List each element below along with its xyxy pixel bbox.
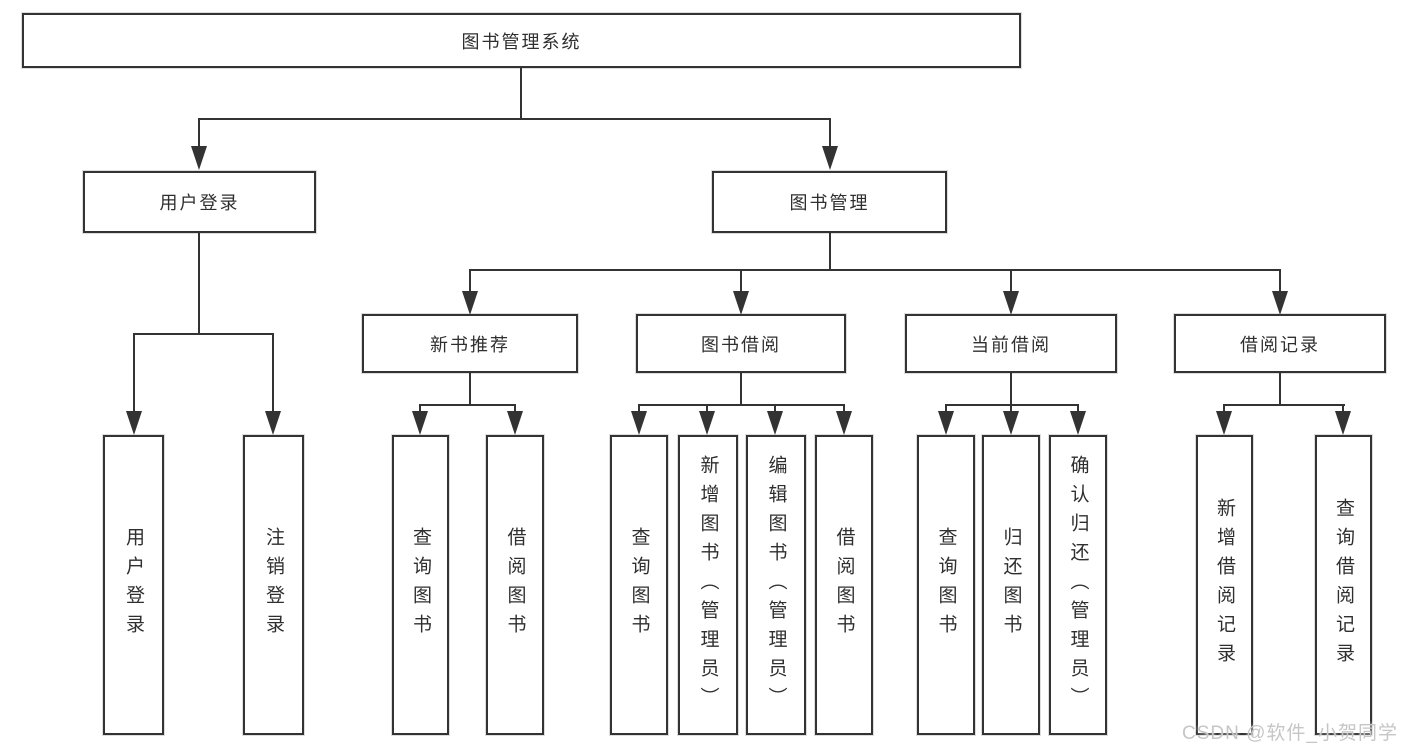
node-current-borrow: 当前借阅 [905, 314, 1117, 373]
connector-newbookrec-stem [469, 269, 471, 295]
arrow-to-add-record [1216, 411, 1232, 435]
arrow-to-return-book [1003, 411, 1019, 435]
leaf-user-login: 用户登录 [103, 435, 164, 735]
arrow-to-query-book-rec [412, 411, 428, 435]
leaf-logout: 注销登录 [243, 435, 304, 735]
leaf-query-book-rec: 查询图书 [392, 435, 449, 735]
connector-bookmgmt-vline [829, 233, 831, 271]
connector-borrowrecord-hline [1223, 404, 1345, 406]
arrow-to-query-book-current [938, 411, 954, 435]
leaf-borrow-book-rec: 借阅图书 [486, 435, 544, 735]
connector-newbookrec-hline [419, 404, 516, 406]
node-book-mgmt: 图书管理 [712, 171, 947, 233]
connector-borrowrecord-vline [1279, 373, 1281, 406]
connector-returnbook-stem [1010, 404, 1012, 414]
arrow-to-user-login [191, 146, 207, 170]
connector-querybookrec-stem [419, 404, 421, 414]
node-user-login: 用户登录 [83, 171, 316, 233]
connector-newbookrec-vline [469, 373, 471, 406]
connector-currentborrow-vline [1010, 373, 1012, 406]
connector-confirmreturn-stem [1077, 404, 1079, 414]
node-borrow-record: 借阅记录 [1174, 314, 1386, 373]
node-new-book-rec: 新书推荐 [362, 314, 578, 373]
arrow-to-current-borrow [1003, 291, 1019, 315]
connector-leaf-logout-stem [272, 333, 274, 413]
connector-leaf-userlogin-stem [133, 333, 135, 413]
leaf-add-book-admin: 新增图书（管理员） [678, 435, 738, 735]
connector-bookmgmt-hline [469, 269, 1281, 271]
leaf-return-book: 归还图书 [982, 435, 1040, 735]
connector-editbook-stem [774, 404, 776, 414]
arrow-to-book-mgmt [822, 146, 838, 170]
node-root-library-system: 图书管理系统 [22, 13, 1021, 68]
connector-bookborrow-vline [740, 373, 742, 406]
connector-root-vline [520, 68, 522, 120]
connector-borrowbookrec-stem [514, 404, 516, 414]
arrow-to-add-book [699, 411, 715, 435]
connector-userlogin-hline [133, 333, 274, 335]
connector-addbook-stem [706, 404, 708, 414]
arrow-to-book-borrow [733, 291, 749, 315]
connector-querybookcurrent-stem [945, 404, 947, 414]
connector-addrecord-stem [1223, 404, 1225, 414]
connector-root-hline [198, 118, 831, 120]
leaf-edit-book-admin: 编辑图书（管理员） [746, 435, 806, 735]
arrow-to-leaf-logout [265, 411, 281, 435]
leaf-borrow-book: 借阅图书 [815, 435, 873, 735]
arrow-to-borrow-record [1272, 291, 1288, 315]
connector-bookmgmt-stem [829, 118, 831, 148]
connector-bookborrow-stem [740, 269, 742, 295]
connector-borrowrecord-stem [1279, 269, 1281, 295]
connector-currentborrow-hline [945, 404, 1079, 406]
connector-userlogin-stem [198, 118, 200, 148]
connector-userlogin-vline [198, 233, 200, 335]
arrow-to-query-book-borrow [631, 411, 647, 435]
leaf-query-book-borrow: 查询图书 [610, 435, 668, 735]
connector-currentborrow-stem [1010, 269, 1012, 295]
arrow-to-borrow-book [836, 411, 852, 435]
arrow-to-edit-book [767, 411, 783, 435]
leaf-query-borrow-record: 查询借阅记录 [1315, 435, 1372, 735]
connector-queryrecord-stem [1342, 404, 1344, 414]
connector-bookborrow-hline [638, 404, 845, 406]
csdn-watermark: CSDN @软件_小贺同学 [1182, 723, 1398, 744]
node-book-borrow: 图书借阅 [636, 314, 846, 373]
arrow-to-leaf-user-login [126, 411, 142, 435]
leaf-query-book-current: 查询图书 [917, 435, 975, 735]
arrow-to-confirm-return [1070, 411, 1086, 435]
arrow-to-borrow-book-rec [507, 411, 523, 435]
connector-querybookborrow-stem [638, 404, 640, 414]
connector-borrowbook-stem [843, 404, 845, 414]
leaf-add-borrow-record: 新增借阅记录 [1196, 435, 1253, 735]
leaf-confirm-return-admin: 确认归还（管理员） [1049, 435, 1107, 735]
arrow-to-new-book-rec [462, 291, 478, 315]
arrow-to-query-record [1335, 411, 1351, 435]
